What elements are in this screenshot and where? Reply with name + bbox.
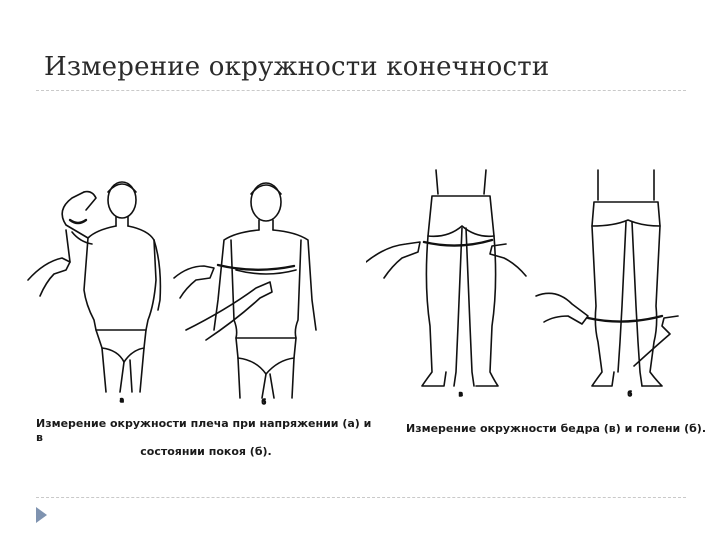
slide-title: Измерение окружности конечности [44,52,550,82]
figure-b-relaxed-arm: б [173,182,317,407]
leg-caption: Измерение окружности бедра (в) и голени … [406,422,706,435]
arm-caption-line1: Измерение окружности плеча при напряжени… [36,417,372,444]
title-divider [36,90,686,91]
figure-b-shin: б [535,169,679,398]
label-a: а [120,397,124,404]
arm-measurement-illustration: а б [26,170,378,410]
figure-v-thigh: в [366,169,527,398]
arm-caption-line2: состоянии покоя (б). [140,445,272,458]
label-v: в [459,391,463,398]
triangle-bullet-icon [36,507,47,523]
figure-a-tensed-arm: а [27,181,162,405]
label-b-shin: б [628,391,632,398]
footer-divider [36,497,686,498]
leg-measurement-illustration: в б [366,166,698,398]
arm-caption: Измерение окружности плеча при напряжени… [36,417,376,459]
label-b: б [262,399,266,406]
